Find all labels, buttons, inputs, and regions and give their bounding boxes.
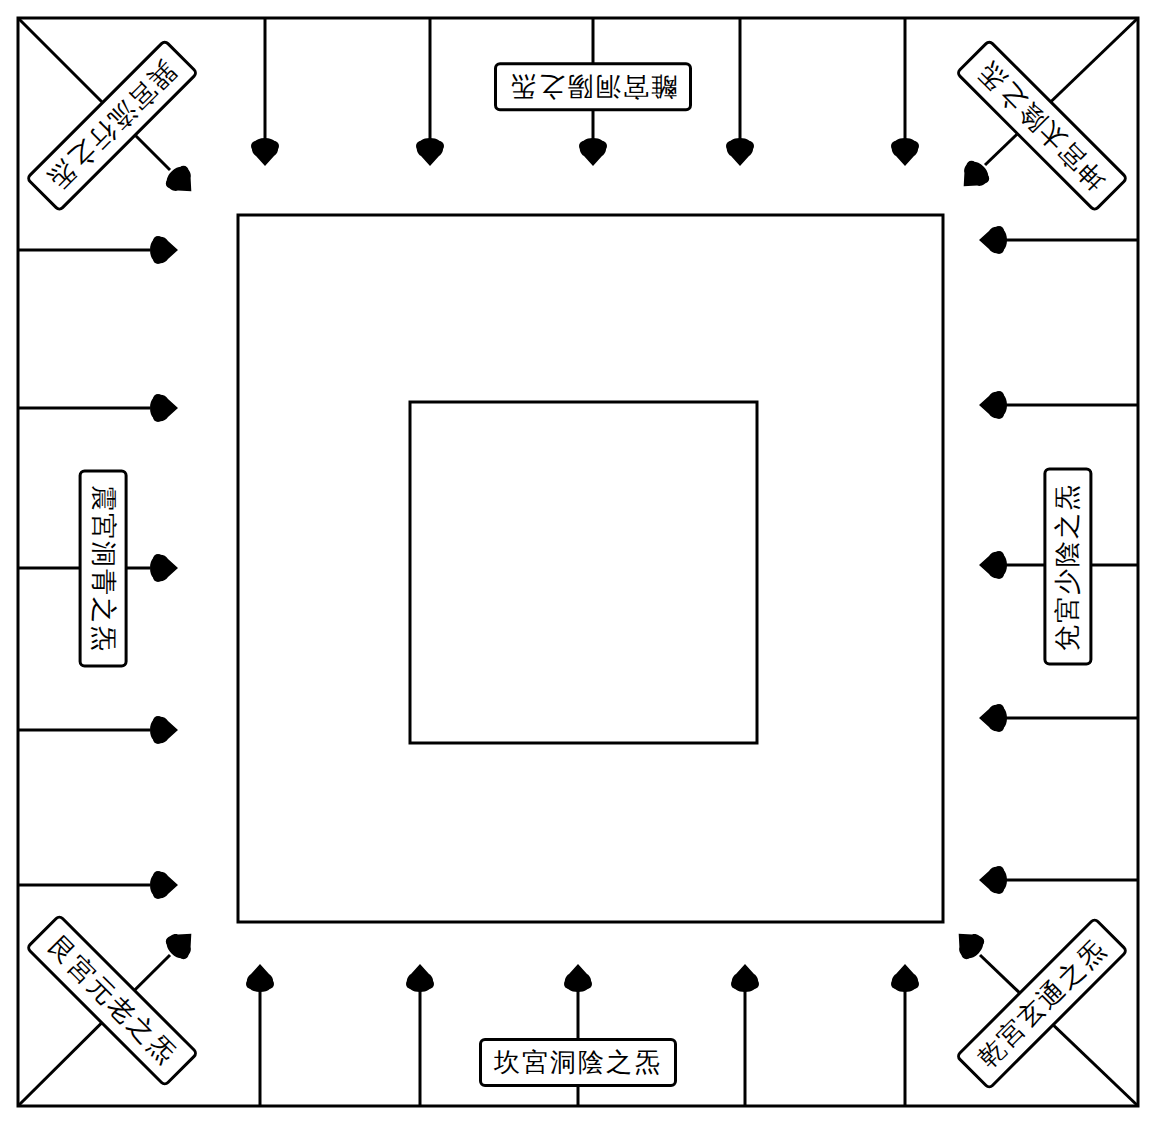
palace-label: 坎宮洞陰之炁 xyxy=(494,1047,662,1078)
palace-label-box: 兌宮少陰之炁 xyxy=(1043,467,1092,665)
palace-label-box: 坎宮洞陰之炁 xyxy=(479,1038,677,1087)
flower-ornaments xyxy=(150,138,1007,992)
palace-label-box: 坤宮太陰之炁 xyxy=(955,38,1130,213)
rays xyxy=(18,18,1138,1106)
palace-label: 艮宮元老之炁 xyxy=(42,930,183,1071)
palace-label: 兌宮少陰之炁 xyxy=(1052,482,1083,650)
inner-square xyxy=(410,402,757,743)
outer-square xyxy=(18,18,1138,1106)
palace-label: 離宮洞陽之炁 xyxy=(509,71,677,102)
palace-label-box: 震宮洞青之炁 xyxy=(78,469,127,667)
palace-label: 乾宮玄通之炁 xyxy=(972,933,1113,1074)
palace-label-box: 離宮洞陽之炁 xyxy=(494,62,692,111)
palace-label: 坤宮太陰之炁 xyxy=(972,55,1113,196)
middle-square xyxy=(238,215,943,922)
palace-label: 巽宮流行之炁 xyxy=(42,55,183,196)
palace-label: 震宮洞青之炁 xyxy=(87,484,118,652)
